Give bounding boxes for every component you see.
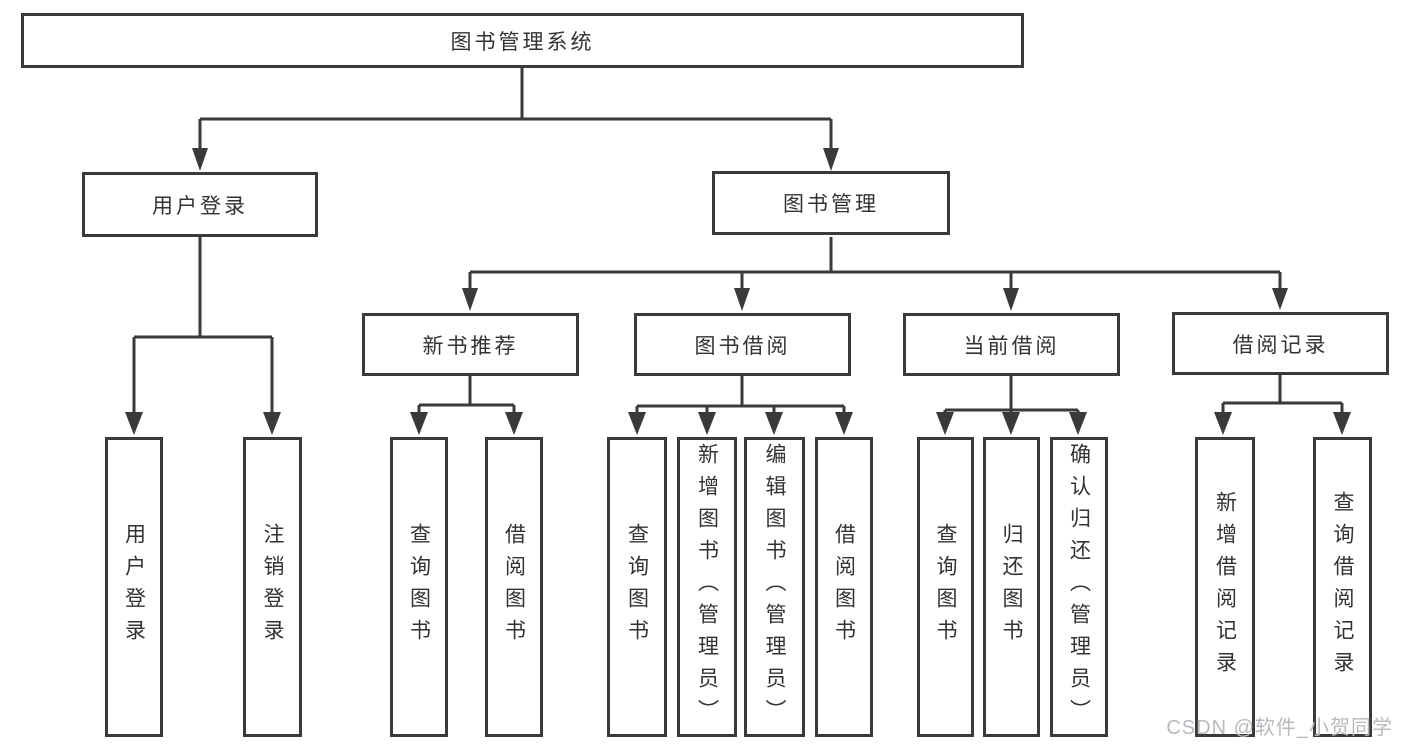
node-book-management: 图书管理 bbox=[712, 171, 950, 235]
node-leaf-borrow-books-1: 借阅图书 bbox=[485, 437, 543, 737]
node-label: 图书管理 bbox=[783, 193, 879, 216]
node-leaf-borrow-books-2: 借阅图书 bbox=[815, 437, 873, 737]
node-leaf-user-login: 用户登录 bbox=[105, 437, 163, 737]
node-label: 编辑图书（管理员） bbox=[763, 443, 786, 731]
node-label: 图书借阅 bbox=[694, 334, 791, 358]
node-label: 注销登录 bbox=[261, 523, 284, 651]
node-label: 归还图书 bbox=[1000, 523, 1023, 651]
node-label: 新书推荐 bbox=[422, 334, 519, 358]
node-leaf-add-borrow-record: 新增借阅记录 bbox=[1195, 437, 1255, 737]
node-label: 查询图书 bbox=[625, 523, 649, 651]
node-leaf-logout: 注销登录 bbox=[243, 437, 302, 737]
node-leaf-return-books: 归还图书 bbox=[983, 437, 1040, 737]
node-leaf-query-books-2: 查询图书 bbox=[607, 437, 667, 737]
node-label: 用户登录 bbox=[152, 194, 248, 218]
node-leaf-add-books-admin: 新增图书（管理员） bbox=[677, 437, 737, 737]
node-label: 新增借阅记录 bbox=[1213, 491, 1237, 683]
node-current-borrowing: 当前借阅 bbox=[903, 313, 1120, 376]
node-leaf-edit-books-admin: 编辑图书（管理员） bbox=[744, 437, 805, 737]
node-label: 查询图书 bbox=[934, 523, 957, 651]
node-label: 查询借阅记录 bbox=[1331, 491, 1354, 683]
node-label: 当前借阅 bbox=[963, 334, 1060, 358]
node-label: 新增图书（管理员） bbox=[695, 443, 719, 731]
node-leaf-query-borrow-record: 查询借阅记录 bbox=[1313, 437, 1372, 737]
node-label: 查询图书 bbox=[407, 523, 431, 651]
node-label: 确认归还（管理员） bbox=[1067, 443, 1091, 731]
node-leaf-query-books-3: 查询图书 bbox=[917, 437, 974, 737]
node-leaf-query-books-1: 查询图书 bbox=[390, 437, 448, 737]
node-label: 借阅图书 bbox=[832, 523, 856, 651]
node-borrowing-records: 借阅记录 bbox=[1172, 312, 1389, 375]
node-book-borrowing: 图书借阅 bbox=[634, 313, 851, 376]
watermark: CSDN @软件_小贺同学 bbox=[1166, 717, 1393, 739]
node-label: 借阅图书 bbox=[502, 523, 526, 651]
node-label: 用户登录 bbox=[122, 523, 146, 651]
node-user-login: 用户登录 bbox=[82, 172, 318, 237]
node-root: 图书管理系统 bbox=[21, 13, 1024, 68]
node-leaf-confirm-return-admin: 确认归还（管理员） bbox=[1050, 437, 1108, 737]
node-label: 借阅记录 bbox=[1232, 333, 1329, 357]
node-label: 图书管理系统 bbox=[450, 30, 595, 54]
node-new-book-recommendation: 新书推荐 bbox=[362, 313, 579, 376]
